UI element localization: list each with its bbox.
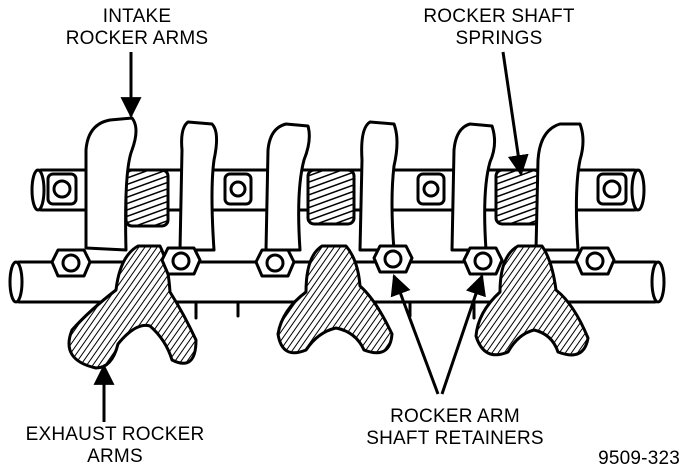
intake-rocker-arms [84,116,585,252]
springs-label-line1: ROCKER SHAFT [423,6,575,27]
figure-number: 9509-323 [598,448,680,469]
shaft-lock-pins [194,300,476,320]
intake-label-line2: ROCKER ARMS [65,28,209,49]
exhaust-label-line1: EXHAUST ROCKER [25,424,205,445]
retainers-label-line2: SHAFT RETAINERS [366,428,544,449]
upper-shaft-bolt-heads [46,172,628,206]
rocker-arm-shaft-retainers-label: ROCKER ARM SHAFT RETAINERS [350,406,560,450]
rocker-shaft-springs [124,168,542,228]
rocker-arm-shaft-retainers [50,244,616,278]
retainer-leader-arrow-left [390,274,440,395]
rocker-shaft-springs-label: ROCKER SHAFT SPRINGS [404,6,594,50]
intake-rocker-arms-label: INTAKE ROCKER ARMS [52,6,222,50]
exhaust-rocker-arms [67,244,590,370]
retainers-label-line1: ROCKER ARM [390,406,520,427]
springs-label-line2: SPRINGS [455,28,543,49]
retainer-leader-arrow-right [440,274,486,395]
leader-arrows [93,51,529,422]
springs-leader-arrow [501,51,529,177]
intake-label-line1: INTAKE [102,6,172,27]
exhaust-rocker-arms-label: EXHAUST ROCKER ARMS [0,424,230,468]
exhaust-label-line2: ARMS [87,446,143,467]
